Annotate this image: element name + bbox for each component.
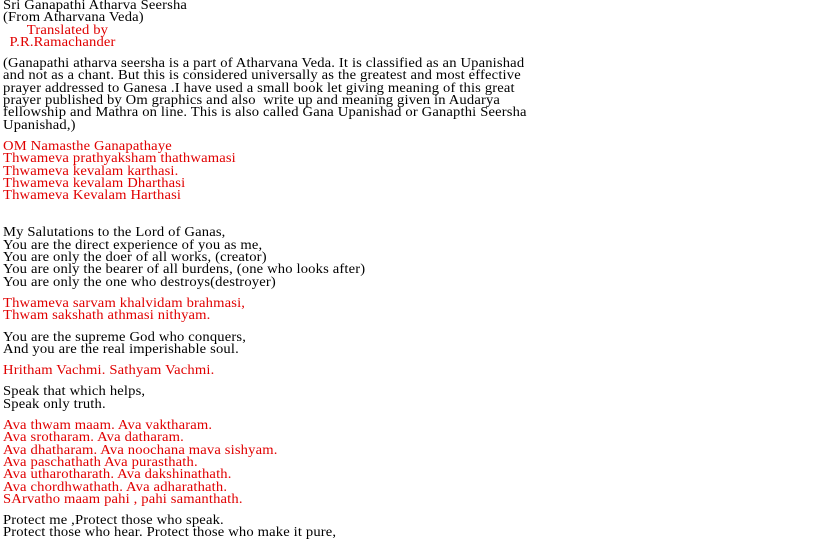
- verse-block-2: Thwameva sarvam khalvidam brahmasi, Thwa…: [3, 294, 825, 323]
- verse-line: Ava dhatharam. Ava noochana mava sishyam…: [3, 441, 278, 457]
- meaning-block-2: You are the supreme God who conquers, An…: [3, 328, 825, 356]
- verse-line: Thwameva prathyaksham thathwamasi: [3, 150, 236, 166]
- meaning-line: And you are the real imperishable soul.: [3, 340, 239, 356]
- intro-line: Upanishad,): [3, 116, 76, 132]
- meaning-block-4: Protect me ,Protect those who speak. Pro…: [3, 512, 825, 539]
- meaning-line: You are the direct experience of you as …: [3, 236, 263, 252]
- intro-line: (Ganapathi atharva seersha is a part of …: [3, 55, 525, 71]
- intro-paragraph: (Ganapathi atharva seersha is a part of …: [3, 55, 825, 132]
- verse-line: Thwameva kevalam Dharthasi: [3, 174, 186, 190]
- verse-line: Thwameva Kevalam Harthasi: [3, 187, 182, 203]
- verse-line: Ava utharotharath. Ava dakshinathath.: [3, 466, 232, 482]
- document-title: Sri Ganapathi Atharva Seersha: [3, 0, 188, 12]
- verse-line: Thwameva sarvam khalvidam brahmasi,: [3, 294, 246, 310]
- verse-line: Ava paschathath Ava purasthath.: [3, 453, 198, 469]
- document-page: Sri Ganapathi Atharva Seersha (From Atha…: [3, 0, 825, 539]
- verse-block-4: Ava thwam maam. Ava vaktharam. Ava sroth…: [3, 417, 825, 506]
- meaning-line: My Salutations to the Lord of Ganas,: [3, 224, 226, 240]
- intro-line: prayer addressed to Ganesa .I have used …: [3, 79, 515, 95]
- verse-line: Hritham Vachmi. Sathyam Vachmi.: [3, 362, 215, 378]
- meaning-block-1: My Salutations to the Lord of Ganas, You…: [3, 224, 825, 289]
- document-source: (From Atharvana Veda): [3, 9, 144, 25]
- meaning-line: You are only the bearer of all burdens, …: [3, 261, 366, 277]
- intro-line: prayer published by Om graphics and also…: [3, 92, 501, 108]
- meaning-line: Speak only truth.: [3, 395, 106, 411]
- meaning-line: Speak that which helps,: [3, 383, 146, 399]
- meaning-line: You are only the doer of all works, (cre…: [3, 249, 267, 265]
- meaning-line: Protect me ,Protect those who speak.: [3, 512, 224, 528]
- verse-line: Ava chordhwathath. Ava adharathath.: [3, 478, 228, 494]
- verse-line: OM Namasthe Ganapathaye: [3, 137, 172, 153]
- verse-line: Thwameva kevalam karthasi.: [3, 162, 179, 178]
- meaning-block-3: Speak that which helps, Speak only truth…: [3, 383, 825, 411]
- translated-by-label: Translated by: [26, 21, 109, 37]
- meaning-line: You are the supreme God who conquers,: [3, 328, 247, 344]
- meaning-line: You are only the one who destroys(destro…: [3, 273, 276, 289]
- verse-block-3: Hritham Vachmi. Sathyam Vachmi.: [3, 362, 825, 378]
- verse-line: Ava thwam maam. Ava vaktharam.: [3, 417, 213, 433]
- intro-line: and not as a chant. But this is consider…: [3, 67, 521, 83]
- verse-line: Ava srotharam. Ava datharam.: [3, 429, 184, 445]
- translator-name: P.R.Ramachander: [9, 33, 116, 49]
- meaning-line: Protect those who hear. Protect those wh…: [3, 524, 337, 539]
- intro-line: fellowship and Mathra on line. This is a…: [3, 104, 527, 120]
- document-header: Sri Ganapathi Atharva Seersha (From Atha…: [3, 0, 825, 48]
- verse-block-1: OM Namasthe Ganapathaye Thwameva prathya…: [3, 137, 825, 203]
- verse-line: SArvatho maam pahi , pahi samanthath.: [3, 490, 243, 506]
- verse-line: Thwam sakshath athmasi nithyam.: [3, 307, 211, 323]
